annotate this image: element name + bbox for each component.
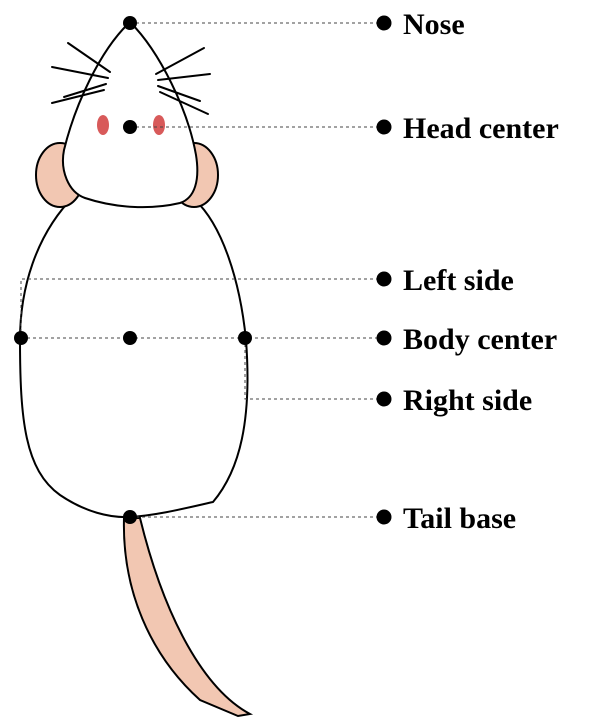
- label-nose: Nose: [403, 8, 465, 41]
- keypoint-head-center: [123, 120, 137, 134]
- bullet-head-center: [377, 120, 392, 135]
- mouse-body: [20, 195, 248, 517]
- label-head-center: Head center: [403, 112, 559, 145]
- left-eye: [97, 115, 109, 135]
- label-body-center: Body center: [403, 323, 557, 356]
- keypoint-right-side: [238, 331, 252, 345]
- label-bullets: [377, 16, 392, 525]
- bullet-nose: [377, 16, 392, 31]
- right-eye: [153, 115, 165, 135]
- keypoint-left-side: [14, 331, 28, 345]
- label-left-side: Left side: [403, 264, 514, 297]
- label-tail-base: Tail base: [403, 502, 516, 535]
- keypoint-nose: [123, 16, 137, 30]
- bullet-left-side: [377, 272, 392, 287]
- bullet-right-side: [377, 392, 392, 407]
- keypoint-tail-base: [123, 510, 137, 524]
- mouse-tail: [124, 518, 250, 716]
- mouse-head: [63, 22, 197, 207]
- bullet-tail-base: [377, 510, 392, 525]
- bullet-body-center: [377, 331, 392, 346]
- label-right-side: Right side: [403, 384, 532, 417]
- leader-right-side: [245, 338, 384, 399]
- keypoint-body-center: [123, 331, 137, 345]
